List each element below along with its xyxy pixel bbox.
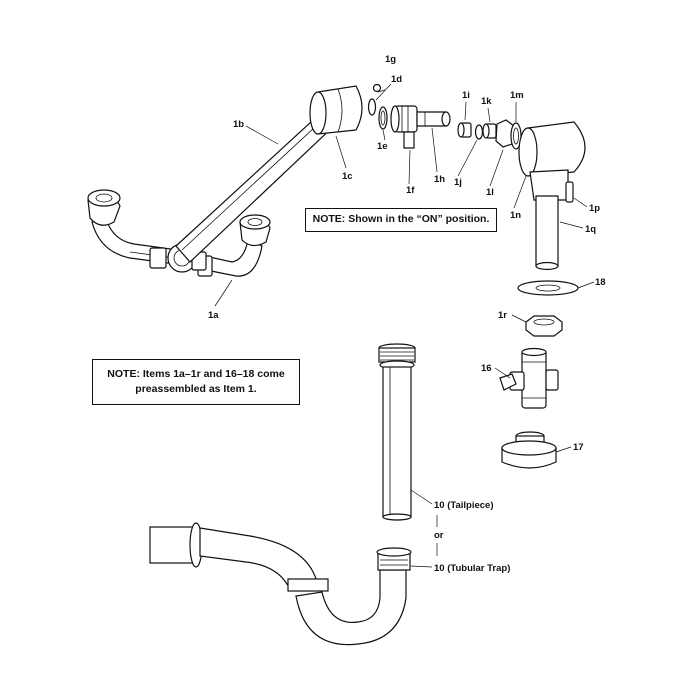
label-1c: 1c: [342, 171, 353, 182]
label-tailpiece: 10 (Tailpiece): [434, 500, 494, 511]
label-1h: 1h: [434, 174, 445, 185]
part-1n-housing: [518, 121, 586, 201]
part-17-compression-fitting: [501, 431, 557, 469]
part-1p-pin: [565, 181, 574, 203]
part-1j-ring: [474, 124, 484, 140]
label-or: or: [434, 530, 444, 541]
part-1a-left-cap: [87, 189, 121, 226]
part-1i-spacer: [457, 122, 472, 138]
label-18: 18: [595, 277, 606, 288]
part-10-tubular-trap: [149, 522, 412, 646]
part-1a-base-tube: [91, 217, 263, 277]
label-1r: 1r: [498, 310, 507, 321]
label-17: 17: [573, 442, 584, 453]
part-1h-stem: [416, 111, 451, 127]
part-1e-oring: [378, 106, 388, 130]
part-1r-hex-nut: [525, 315, 563, 337]
label-1k: 1k: [481, 96, 492, 107]
part-16-stop-valve: [499, 347, 559, 409]
label-1q: 1q: [585, 224, 596, 235]
label-1l: 1l: [486, 187, 494, 198]
part-1c-housing: [309, 85, 363, 135]
label-1f: 1f: [406, 185, 415, 196]
leader-lines: [214, 83, 595, 568]
label-1d: 1d: [391, 74, 402, 85]
note-on-position: NOTE: Shown in the “ON” position.: [305, 208, 497, 232]
note-preassembled-line1: NOTE: Items 1a–1r and 16–18 come: [107, 368, 285, 380]
label-1b: 1b: [233, 119, 244, 130]
label-1p: 1p: [589, 203, 600, 214]
part-1k-bushing: [482, 123, 497, 139]
part-1m-washer: [510, 122, 522, 150]
part-1d-small-ring: [367, 98, 377, 116]
label-1i: 1i: [462, 90, 470, 101]
part-1q-spout: [535, 195, 559, 271]
label-1j: 1j: [454, 177, 462, 188]
part-1f-valve-body: [390, 105, 418, 149]
label-1e: 1e: [377, 141, 388, 152]
note-preassembled-line2: preassembled as Item 1.: [135, 383, 257, 395]
part-10-tailpiece: [378, 343, 416, 521]
label-1a: 1a: [208, 310, 219, 321]
label-1g: 1g: [385, 54, 396, 65]
label-1n: 1n: [510, 210, 521, 221]
label-1m: 1m: [510, 90, 524, 101]
label-16: 16: [481, 363, 492, 374]
label-tubular-trap: 10 (Tubular Trap): [434, 563, 510, 574]
part-18-washer: [517, 280, 579, 296]
note-preassembled: NOTE: Items 1a–1r and 16–18 come preasse…: [92, 359, 300, 405]
part-1a-right-cap: [239, 214, 271, 247]
part-1g-ball: [372, 83, 382, 93]
